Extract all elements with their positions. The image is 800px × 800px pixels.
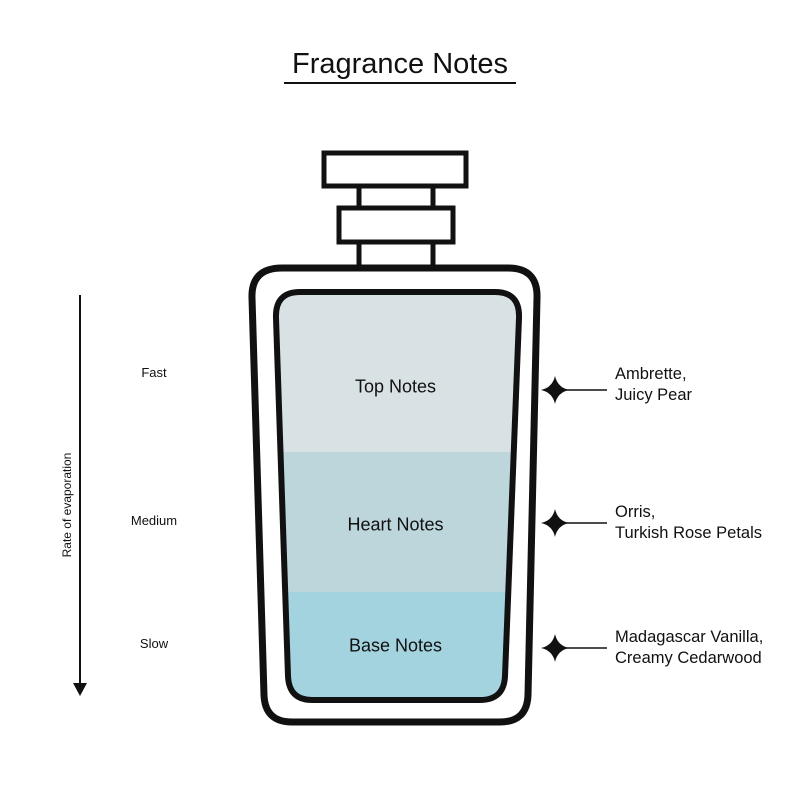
page-title: Fragrance Notes (0, 48, 800, 84)
heart-notes-label: Heart Notes (347, 514, 444, 535)
heart-notes-layer (275, 452, 520, 592)
arrow-head-icon (73, 683, 87, 696)
sparkle-icon (541, 509, 569, 537)
rate-fast: Fast (141, 364, 167, 380)
top-ingredients: Ambrette,Juicy Pear (615, 365, 693, 404)
bottle-inner (272, 289, 523, 703)
sparkle-icon (541, 634, 569, 662)
base-ingredients: Madagascar Vanilla,Creamy Cedarwood (615, 628, 764, 667)
cap-top (321, 150, 469, 189)
rate-medium: Medium (130, 512, 178, 528)
base-notes-label: Base Notes (348, 635, 443, 656)
base-notes-layer (275, 592, 520, 700)
axis-label: Rate of evaporation (60, 452, 74, 558)
cap-connector (356, 183, 436, 211)
sparkle-icon (541, 376, 569, 404)
top-notes-label: Top Notes (354, 376, 437, 397)
cap-lower (336, 205, 456, 245)
rate-slow: Slow (139, 636, 169, 651)
top-notes-layer (275, 292, 520, 452)
heart-ingredients: Orris,Turkish Rose Petals (615, 503, 763, 542)
